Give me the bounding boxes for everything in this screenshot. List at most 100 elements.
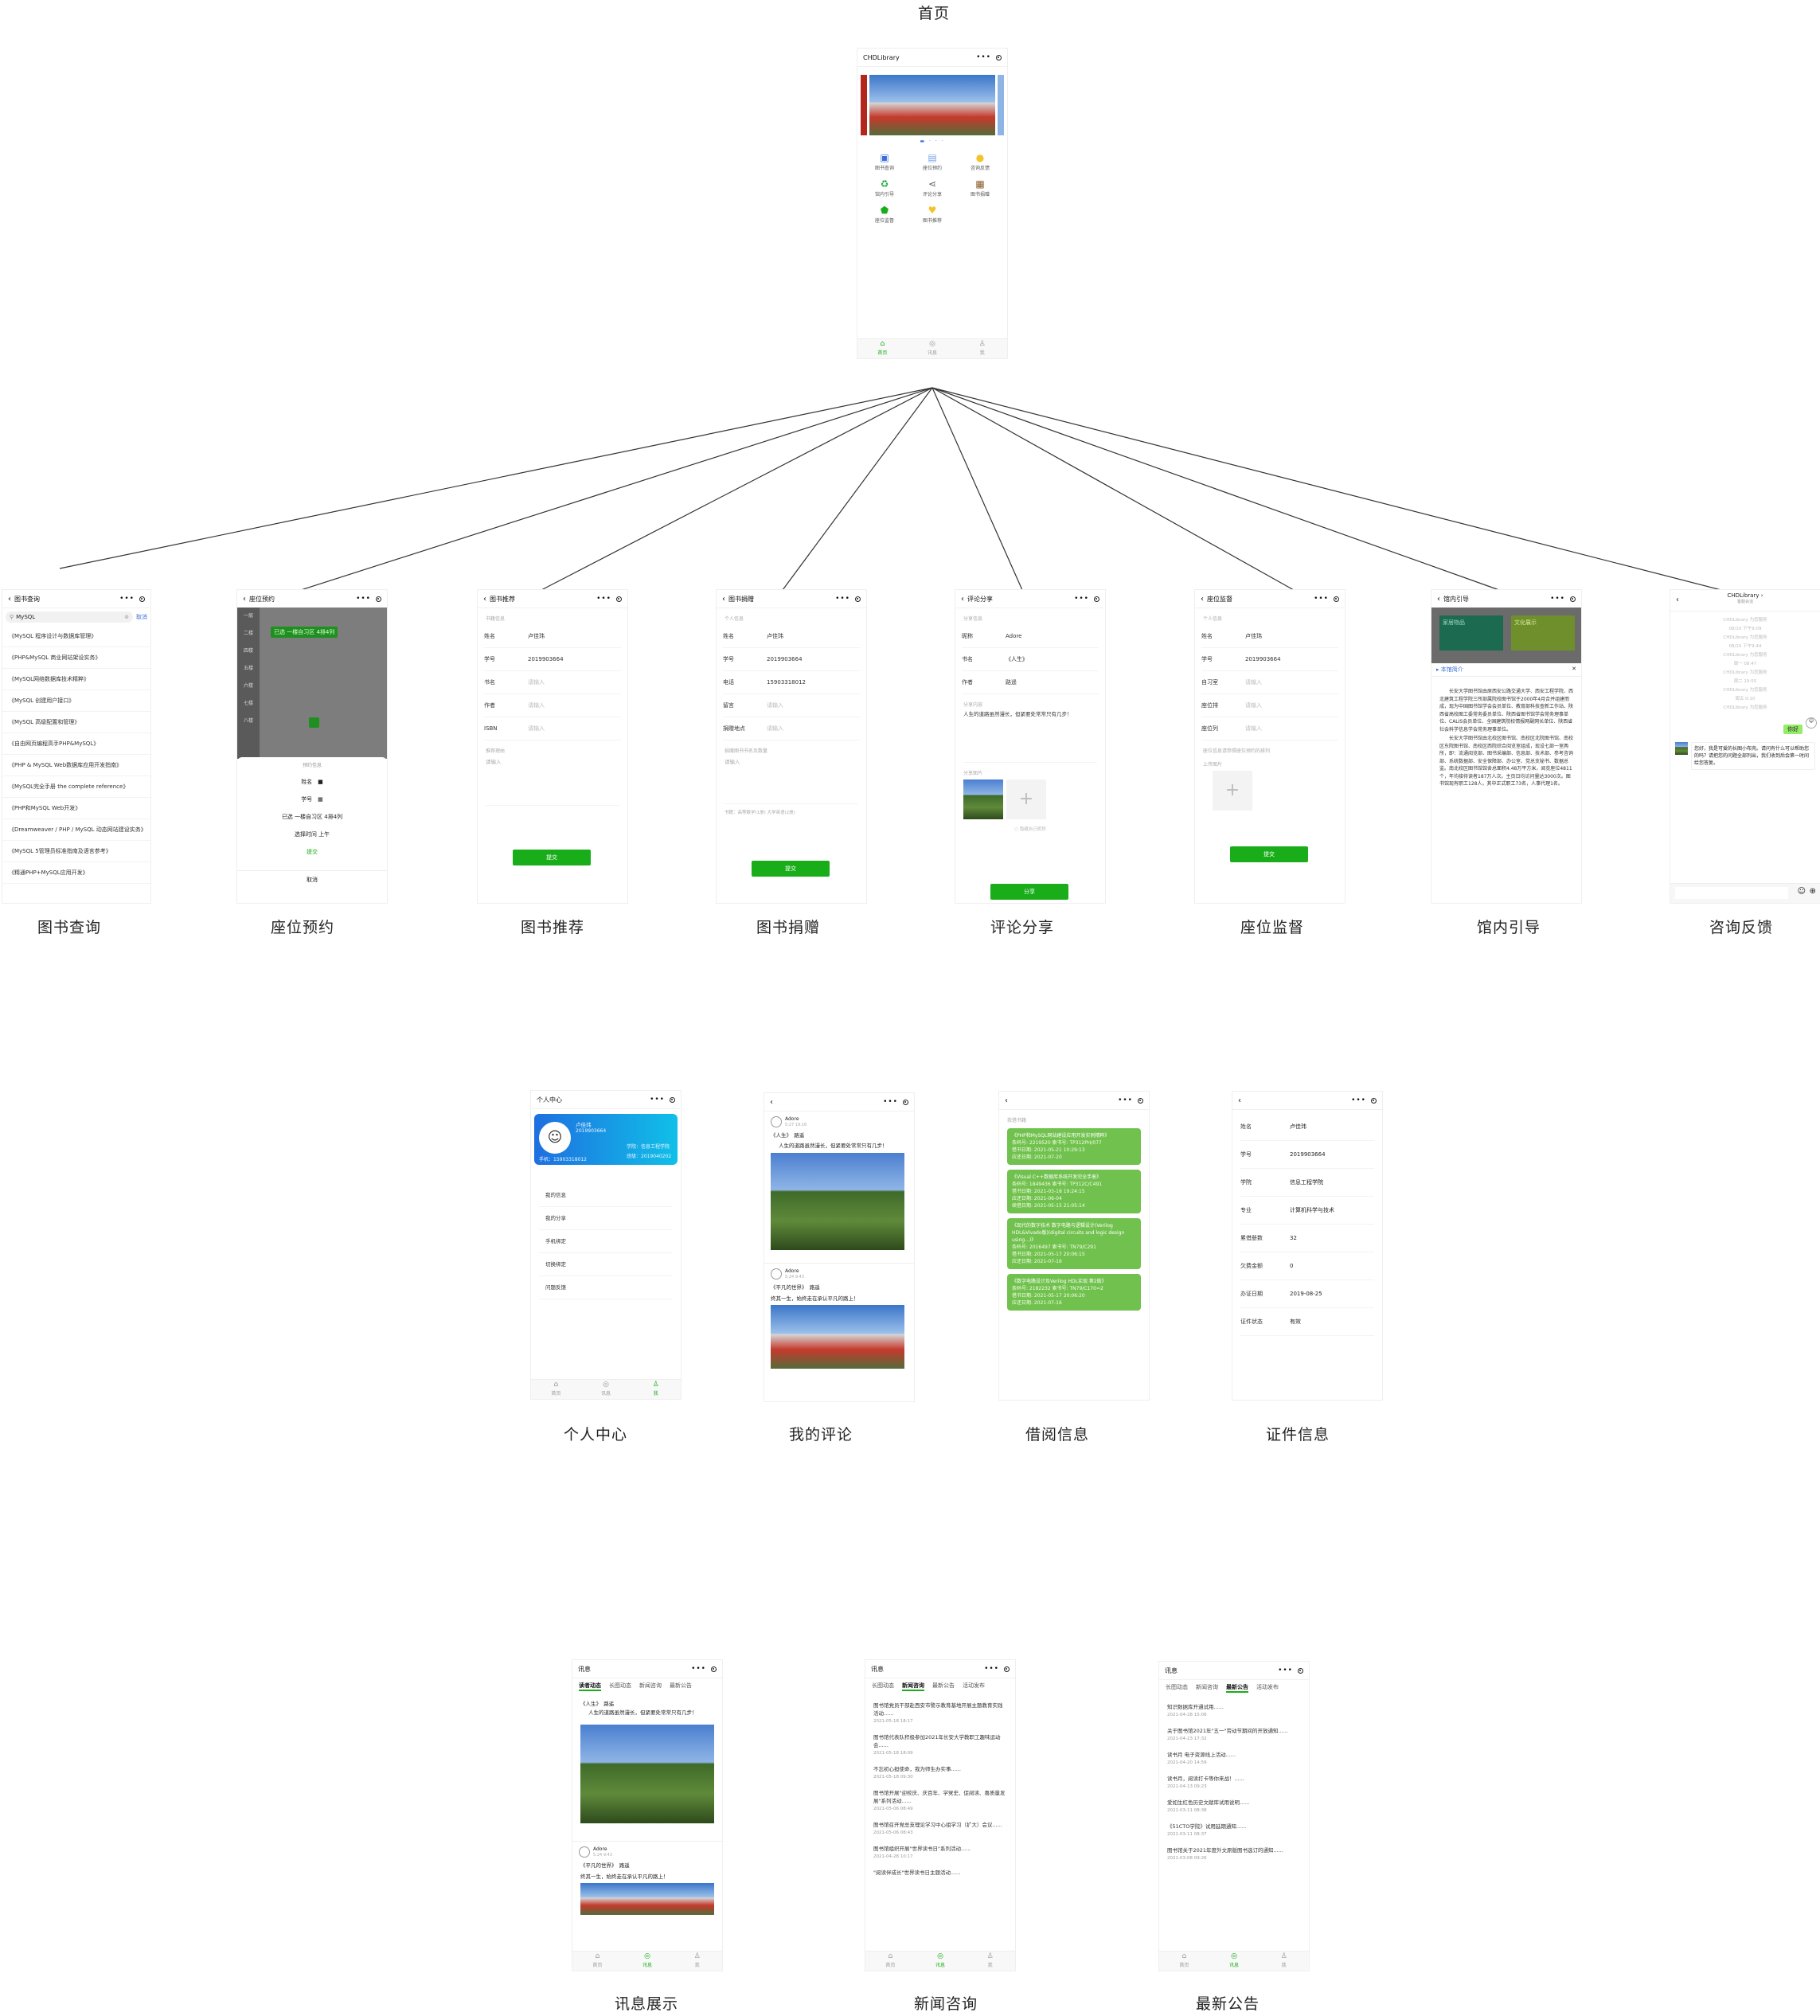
personal-menu-item[interactable]: 我的分享 [539,1207,673,1230]
submit-button[interactable]: 提交 [1230,846,1308,862]
news-item[interactable]: 图书馆党员干部赴西安市警示教育基地开展主题教育实践活动......2021-05… [865,1698,1015,1729]
selected-seat[interactable] [309,717,319,728]
form-row[interactable]: 姓名卢佳玮 [1201,625,1338,648]
tab-home[interactable]: ⌂首页 [865,1952,916,1971]
tab-me[interactable]: ♙我 [631,1380,681,1399]
tab-me[interactable]: ♙我 [965,1952,1015,1971]
search-result-item[interactable]: 《MySQL 5管理员标准指南及语言参考》 [2,841,150,862]
subtab-events[interactable]: 活动发布 [963,1682,985,1689]
more-icon[interactable]: ••• [691,1664,706,1673]
floor-item[interactable]: 五楼 [243,666,253,671]
seat-map[interactable]: 一层二楼四楼五楼六楼七楼八楼 已选 一楼自习区 4排4列 [237,608,387,759]
floor-item[interactable]: 二楼 [243,631,253,636]
reason-textarea[interactable]: 请输入 [486,757,619,806]
form-row[interactable]: 座位排请输入 [1201,694,1338,717]
more-icon[interactable]: ••• [1314,594,1329,603]
search-result-item[interactable]: 《MySQL网络数据库技术精粹》 [2,669,150,690]
field-value[interactable]: 2019903664 [528,656,564,662]
field-value[interactable]: 2019903664 [1245,656,1281,662]
news-item[interactable]: 图书馆开展"迎校庆、庆百年、学党史、促阅读、喜质量发展"系列活动......20… [865,1785,1015,1817]
more-icon[interactable]: ••• [883,1097,898,1106]
subtab-events[interactable]: 活动发布 [1256,1684,1279,1690]
tab-news[interactable]: ◎讯息 [623,1952,673,1971]
back-icon[interactable]: ‹ [1005,1096,1008,1105]
capsule[interactable]: ••• [835,595,861,603]
field-value[interactable]: 请输入 [1245,725,1262,732]
field-value[interactable]: Adore [1006,633,1022,639]
home-grid-item[interactable]: ♻馆内引导 [861,178,908,197]
news-item[interactable]: 图书馆代表队积极参加2021年长安大学教职工趣味运动会......2021-05… [865,1729,1015,1761]
tab-home[interactable]: ⌂首页 [857,339,908,358]
close-icon[interactable] [1371,1097,1377,1104]
capsule[interactable]: ••• [1118,1096,1143,1104]
back-icon[interactable]: ‹ [1238,1096,1241,1105]
news-item[interactable]: 知识数据库开通试用......2021-04-28 15:06 [1159,1699,1309,1723]
field-value[interactable]: 请输入 [528,679,545,686]
field-value[interactable]: 卢佳玮 [1245,633,1262,639]
field-value[interactable]: 请输入 [528,702,545,709]
more-icon[interactable]: ••• [976,53,991,61]
plus-icon[interactable]: ⊕ [1809,887,1816,896]
tile-1[interactable]: 家居物品 [1439,615,1503,651]
personal-menu-item[interactable]: 问题反馈 [539,1276,673,1299]
tab-me[interactable]: ♙我 [672,1952,722,1971]
tab-news[interactable]: ◎讯息 [581,1380,631,1399]
news-item[interactable]: 不忘初心担使命，我为师生办实事......2021-05-18 09:30 [865,1761,1015,1785]
news-item[interactable]: 读书月，阅读打卡等你来战！......2021-04-13 09:23 [1159,1771,1309,1795]
back-icon[interactable]: ‹ [8,594,11,604]
home-grid-item[interactable]: ⋖评论分享 [908,178,956,197]
field-value[interactable]: 卢佳玮 [528,633,545,639]
capsule[interactable]: ••• [119,595,145,603]
form-row[interactable]: 作者路遥 [962,671,1099,694]
form-row[interactable]: 书名请输入 [484,671,621,694]
close-icon[interactable] [376,596,381,602]
capsule[interactable]: ••• [596,594,622,603]
submit-button[interactable]: 提交 [752,861,830,877]
news-item[interactable]: "阅读伴成长"世界读书日主题活动...... [865,1865,1015,1881]
cancel-button[interactable]: 取消 [136,614,147,620]
back-icon[interactable]: ‹ [1437,594,1440,604]
back-icon[interactable]: ‹ [722,594,725,604]
floor-item[interactable]: 一层 [243,613,253,619]
field-value[interactable]: 请输入 [767,702,783,709]
floor-item[interactable]: 七楼 [243,701,253,706]
more-icon[interactable]: ••• [650,1095,665,1104]
back-icon[interactable]: ‹ [1676,596,1679,604]
home-grid-item[interactable]: ▦图书捐赠 [956,178,1004,197]
home-grid-item[interactable]: ♥图书推荐 [908,204,956,224]
search-result-item[interactable]: 《PHP&MySQL 商业网站架设实务》 [2,647,150,669]
home-grid-item[interactable]: ●咨询反馈 [956,151,1004,171]
tab-home[interactable]: ⌂首页 [572,1952,623,1971]
field-value[interactable]: 卢佳玮 [767,633,783,639]
cancel-button[interactable]: 取消 [237,870,387,884]
more-icon[interactable]: ••• [1351,1096,1366,1104]
borrow-card[interactable]: 《PHP和MySQL网站建设应用开发实例精粹》条码号: 2219520 索书号:… [1007,1128,1141,1165]
field-value[interactable]: 《人生》 [1006,656,1028,662]
close-icon[interactable] [1334,596,1339,602]
tile-2[interactable]: 文化展示 [1511,615,1575,651]
search-result-item[interactable]: 《自由网页编程高手PHP&MySQL》 [2,733,150,755]
news-item[interactable]: 关于图书馆2021年"五一"劳动节期间的开放通知......2021-04-23… [1159,1723,1309,1747]
capsule[interactable]: ••• [1278,1666,1303,1674]
subtab-news[interactable]: 新闻咨询 [639,1682,662,1689]
uploaded-image[interactable] [963,779,1003,819]
more-icon[interactable]: ••• [1278,1666,1293,1674]
news-item[interactable]: 爱如生红色历史文献库试用说明......2021-03-11 08:38 [1159,1795,1309,1819]
share-button[interactable]: 分享 [990,884,1068,900]
more-icon[interactable]: ••• [356,594,371,603]
capsule[interactable]: ••• [976,53,1002,61]
capsule[interactable]: ••• [1074,595,1099,603]
subtab-library[interactable]: 长图动态 [872,1682,894,1689]
close-icon[interactable] [903,1099,908,1105]
more-icon[interactable]: ••• [596,594,611,603]
more-icon[interactable]: ••• [1550,594,1565,603]
close-icon[interactable] [1004,1666,1010,1672]
search-result-item[interactable]: 《PHP和MySQL Web开发》 [2,798,150,819]
subtab-notice[interactable]: 最新公告 [932,1682,955,1689]
subtab-notice[interactable]: 最新公告 [1226,1683,1248,1693]
field-value[interactable]: 请输入 [767,725,783,732]
